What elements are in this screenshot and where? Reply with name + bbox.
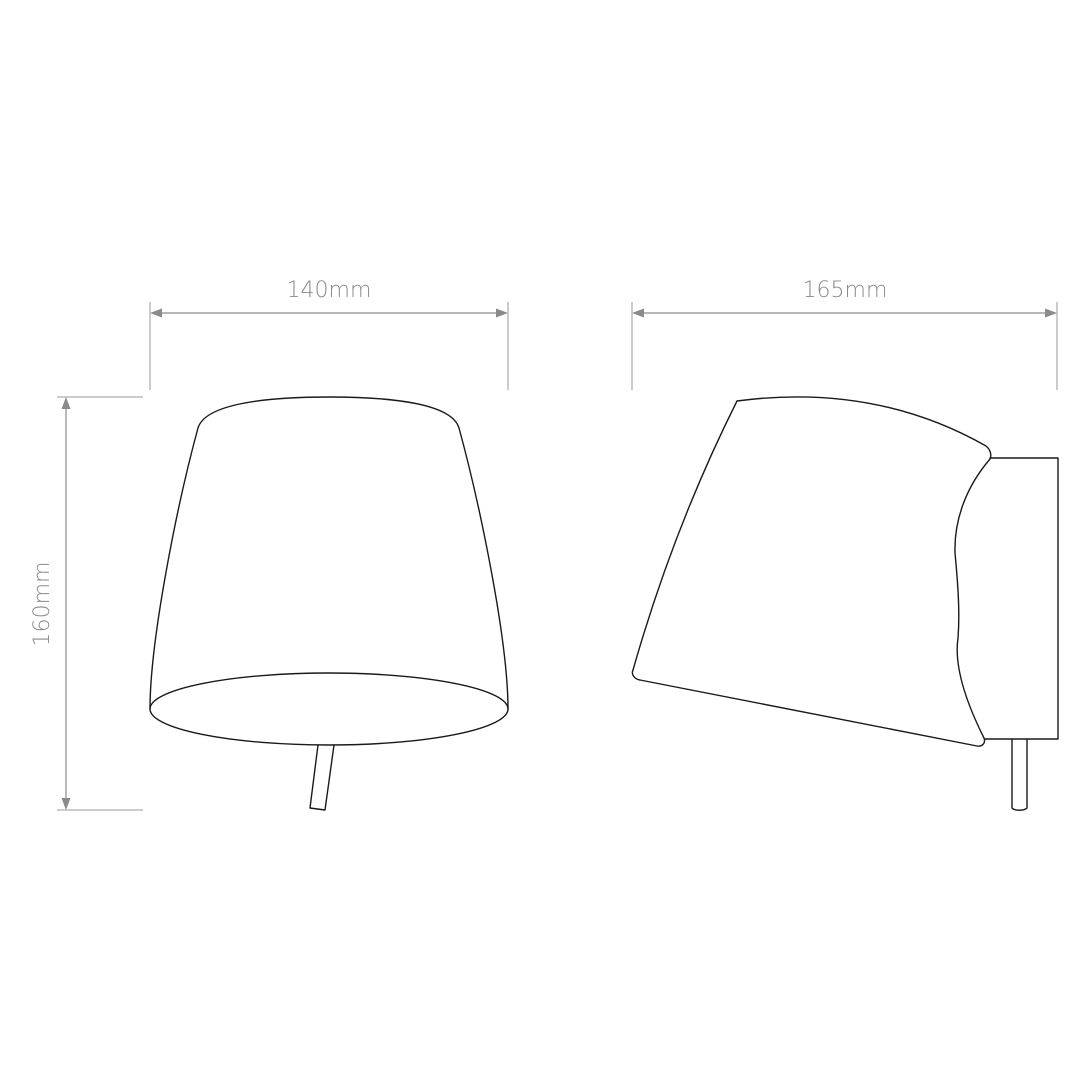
side-shade-body <box>631 396 992 747</box>
front-shade-body <box>149 396 509 710</box>
front-width-dimension: 140mm <box>149 278 509 390</box>
height-label: 160mm <box>30 562 55 647</box>
side-width-dimension: 165mm <box>631 278 1058 390</box>
front-width-label: 140mm <box>287 278 372 303</box>
side-view-lamp <box>631 396 1059 811</box>
side-width-label: 165mm <box>803 278 888 303</box>
front-shade-opening <box>149 672 509 746</box>
side-stem <box>1011 738 1028 811</box>
height-dimension: 160mm <box>30 396 143 811</box>
side-wall-plate <box>984 457 1059 740</box>
front-stem <box>309 744 335 811</box>
front-view-lamp <box>149 396 509 811</box>
